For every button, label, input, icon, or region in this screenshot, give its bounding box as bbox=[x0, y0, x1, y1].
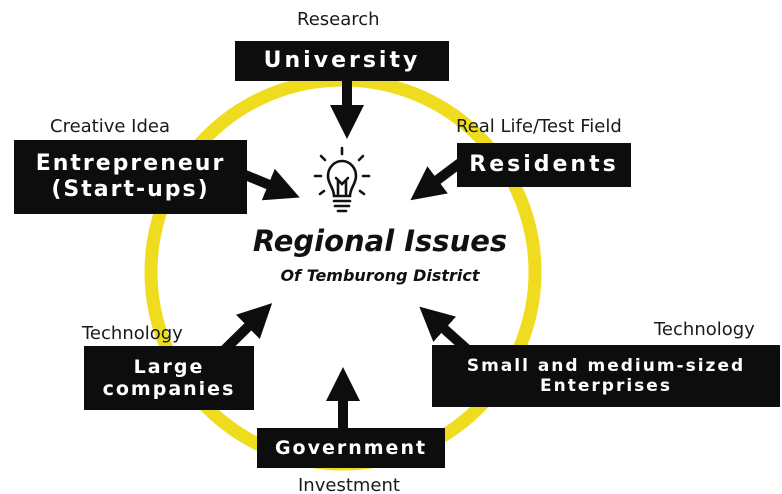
caption-technology-right: Technology bbox=[654, 319, 755, 340]
box-university: University bbox=[235, 41, 449, 81]
box-residents: Residents bbox=[457, 143, 631, 187]
caption-investment: Investment bbox=[298, 475, 400, 494]
box-sme-line1: Small and medium-sized bbox=[466, 355, 746, 376]
caption-real-life: Real Life/Test Field bbox=[456, 116, 622, 137]
caption-technology-left: Technology bbox=[82, 323, 183, 344]
box-sme-line2: Enterprises bbox=[540, 376, 672, 396]
box-entrepreneur: Entrepreneur (Start-ups) bbox=[14, 140, 247, 214]
box-residents-label: Residents bbox=[469, 152, 619, 178]
box-large-companies-line1: Large bbox=[133, 355, 205, 378]
box-government: Government bbox=[257, 428, 445, 468]
box-entrepreneur-line2: (Start-ups) bbox=[51, 177, 210, 202]
box-large-companies: Large companies bbox=[84, 346, 254, 410]
diagram-title: Regional Issues bbox=[252, 224, 508, 258]
box-sme: Small and medium-sized Enterprises bbox=[432, 345, 780, 407]
lightbulb-idea-icon bbox=[313, 146, 371, 213]
box-large-companies-line2: companies bbox=[102, 378, 236, 400]
box-university-label: University bbox=[263, 48, 421, 74]
caption-research: Research bbox=[297, 9, 380, 30]
caption-creative-idea: Creative Idea bbox=[50, 116, 171, 137]
diagram-subtitle: Of Temburong District bbox=[280, 266, 480, 285]
box-entrepreneur-line1: Entrepreneur bbox=[35, 151, 226, 177]
box-government-label: Government bbox=[274, 436, 428, 459]
